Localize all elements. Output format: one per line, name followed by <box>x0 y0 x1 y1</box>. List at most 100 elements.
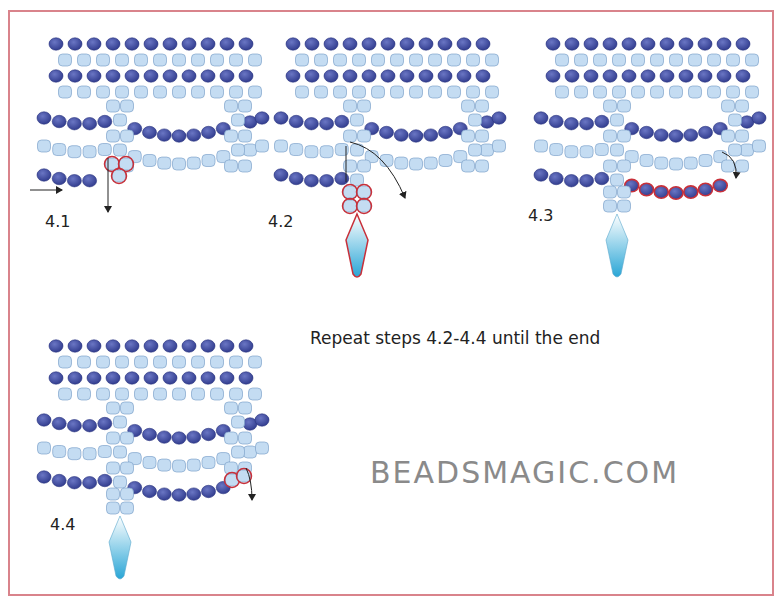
seed-bead <box>564 118 578 130</box>
seed-bead <box>699 126 713 138</box>
seed-bead <box>239 38 253 50</box>
seed-bead <box>315 54 328 66</box>
seed-bead <box>469 144 482 156</box>
seed-bead <box>335 172 349 184</box>
seed-bead <box>114 416 127 428</box>
seed-bead <box>372 54 385 66</box>
seed-bead <box>106 372 120 384</box>
seed-bead <box>173 460 186 472</box>
seed-bead <box>594 54 607 66</box>
seed-bead <box>618 200 631 212</box>
seed-bead <box>255 112 269 124</box>
seed-bead <box>106 70 120 82</box>
seed-bead <box>230 54 243 66</box>
highlight-circle <box>112 169 127 184</box>
seed-bead <box>344 186 357 198</box>
seed-bead <box>486 54 499 66</box>
seed-bead <box>202 154 215 166</box>
seed-bead <box>87 372 101 384</box>
seed-bead <box>211 388 224 400</box>
seed-bead <box>114 114 127 126</box>
seed-bead <box>565 38 579 50</box>
seed-bead <box>324 38 338 50</box>
seed-bead <box>154 356 167 368</box>
seed-bead <box>462 130 475 142</box>
seed-bead <box>244 446 257 458</box>
seed-bead <box>438 70 452 82</box>
seed-bead <box>289 115 303 127</box>
seed-bead <box>632 54 645 66</box>
drop-bead <box>606 214 628 277</box>
seed-bead <box>641 38 655 50</box>
seed-bead <box>344 130 357 142</box>
highlight-circle <box>357 185 372 200</box>
seed-bead <box>106 38 120 50</box>
seed-bead <box>343 70 357 82</box>
seed-bead <box>727 86 740 98</box>
seed-bead <box>202 485 216 497</box>
seed-bead <box>481 144 494 156</box>
seed-bead <box>255 414 269 426</box>
seed-bead <box>68 38 82 50</box>
seed-bead <box>67 477 81 489</box>
seed-bead <box>584 38 598 50</box>
seed-bead <box>535 140 548 152</box>
seed-bead <box>622 70 636 82</box>
seed-bead <box>358 200 371 212</box>
seed-bead <box>187 129 201 141</box>
seed-bead <box>305 70 319 82</box>
seed-bead <box>211 54 224 66</box>
seed-bead <box>116 54 129 66</box>
seed-bead <box>640 126 654 138</box>
seed-bead <box>476 100 489 112</box>
seed-bead <box>380 126 394 138</box>
seed-bead <box>395 157 408 169</box>
seed-bead <box>549 115 563 127</box>
seed-bead <box>163 38 177 50</box>
seed-bead <box>708 54 721 66</box>
seed-bead <box>722 130 735 142</box>
seed-bead <box>353 54 366 66</box>
seed-bead <box>736 38 750 50</box>
seed-bead <box>116 356 129 368</box>
seed-bead <box>239 340 253 352</box>
highlight-circle <box>343 199 358 214</box>
seed-bead <box>68 372 82 384</box>
seed-bead <box>335 115 349 127</box>
seed-bead <box>239 432 252 444</box>
step-number: 4.2 <box>268 212 293 231</box>
seed-bead <box>157 431 171 443</box>
seed-bead <box>556 54 569 66</box>
seed-bead <box>351 114 364 126</box>
seed-bead <box>654 186 668 198</box>
seed-bead <box>49 38 63 50</box>
seed-bead <box>244 144 257 156</box>
seed-bead <box>49 70 63 82</box>
seed-bead <box>670 158 683 170</box>
seed-bead <box>239 70 253 82</box>
seed-bead <box>419 70 433 82</box>
seed-bead <box>239 130 252 142</box>
seed-bead <box>595 115 609 127</box>
seed-bead <box>97 86 110 98</box>
seed-bead <box>462 160 475 172</box>
seed-bead <box>37 112 51 124</box>
seed-bead <box>493 140 506 152</box>
seed-bead <box>565 70 579 82</box>
seed-bead <box>580 146 593 158</box>
seed-bead <box>83 420 97 432</box>
seed-bead <box>448 54 461 66</box>
seed-bead <box>220 340 234 352</box>
seed-bead <box>163 70 177 82</box>
seed-bead <box>121 462 134 474</box>
seed-bead <box>143 154 156 166</box>
seed-bead <box>476 130 489 142</box>
seed-bead <box>622 38 636 50</box>
seed-bead <box>232 114 245 126</box>
seed-bead <box>53 446 66 458</box>
seed-bead <box>565 146 578 158</box>
seed-bead <box>684 157 697 169</box>
seed-bead <box>467 86 480 98</box>
seed-bead <box>98 115 112 127</box>
seed-bead <box>256 442 269 454</box>
